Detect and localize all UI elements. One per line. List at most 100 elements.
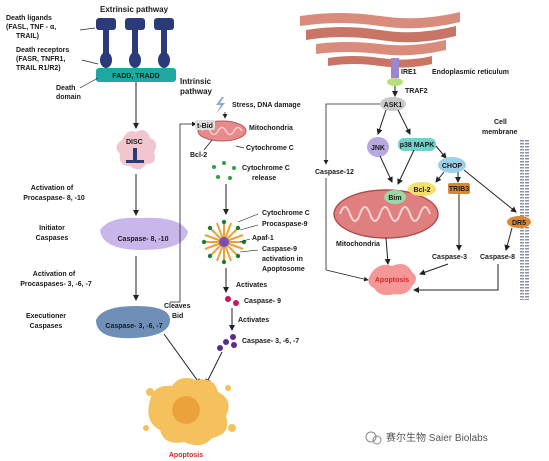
executioner-caspases-label: Executioner Caspases [26,313,66,330]
svg-text:Executioner: Executioner [26,313,66,320]
caspase9-icon: Caspase- 9 [225,296,281,306]
svg-text:membrane: membrane [482,129,518,136]
caspase3-er-label: Caspase-3 [432,254,467,261]
bcl2-er-icon [408,182,436,196]
cytc-dots [212,161,236,180]
er-label: Endoplasmic reticulum [432,69,509,76]
svg-text:Caspase- 9: Caspase- 9 [244,298,281,305]
fadd-tradd-box [96,68,176,82]
svg-text:Caspase- 8, -10: Caspase- 8, -10 [118,236,169,243]
apoptosis-bottom-label: Apoptosis [169,452,203,459]
cell-membrane-label: Cell membrane [482,119,518,136]
svg-text:Procaspases- 3, -6, -7: Procaspases- 3, -6, -7 [20,281,92,288]
traf2-label: TRAF2 [405,88,428,95]
ligand-1-icon [96,18,116,30]
svg-text:Bid: Bid [172,313,183,320]
er-apoptosis-label: Apoptosis [375,277,409,284]
ligand-2-icon [125,18,145,30]
svg-text:Caspase- 3, -6, -7: Caspase- 3, -6, -7 [242,338,299,345]
death-receptor-complex: FADD, TRADD [96,18,176,82]
activation-procaspases-label: Activation of Procaspases- 3, -6, -7 [20,271,92,288]
svg-text:Cytochrome C: Cytochrome C [242,165,290,172]
disc-label: DISC [126,139,143,146]
death-domain-label: Death domain [56,85,81,101]
svg-text:Caspases: Caspases [30,323,63,330]
ligand-3-icon [154,18,174,30]
svg-text:Death receptors: Death receptors [16,47,69,54]
svg-text:Apoptosome: Apoptosome [262,266,305,273]
fadd-label: FADD, TRADD [112,73,159,80]
svg-text:Procaspase-9: Procaspase-9 [262,221,308,228]
bim-icon [384,190,406,204]
mitochondria-label: Mitochondria [249,125,293,132]
activates-2-label: Activates [238,317,269,324]
svg-text:domain: domain [56,94,81,101]
svg-text:Caspases: Caspases [36,235,69,242]
bcl2-intrinsic-label: Bcl-2 [190,152,207,159]
svg-text:Procaspase- 8, -10: Procaspase- 8, -10 [23,195,85,202]
apoptosome-icon [201,219,247,265]
cleaves-bid-label: Cleaves Bid [164,303,191,320]
er-organelle-icon [300,12,460,68]
svg-text:Initiator: Initiator [39,225,65,232]
svg-text:Cell: Cell [494,119,507,126]
intrinsic-title: Intrinsic pathway [180,77,213,96]
tbid-label: t-Bid [197,123,213,130]
svg-text:Death: Death [56,85,75,92]
trib3-label: TRIB3 [449,186,469,193]
svg-text:赛尔生物 Saier Biolabs: 赛尔生物 Saier Biolabs [386,431,488,444]
bcl2-er-label: Bcl-2 [413,187,430,194]
svg-text:Death ligands: Death ligands [6,15,52,22]
mitochondria-er-label: Mitochondria [336,241,380,248]
ire1-label: IRE1 [401,69,417,76]
svg-text:release: release [252,175,276,182]
cytc-label: Cytochrome C [246,145,294,152]
svg-text:Activation of: Activation of [33,271,76,278]
stress-label: Stress, DNA damage [232,102,301,109]
caspase8-er-label: Caspase-8 [480,254,515,261]
tbid-badge [195,120,215,130]
activates-1-label: Activates [236,282,267,289]
svg-text:Cleaves: Cleaves [164,303,191,310]
svg-text:Caspase-9: Caspase-9 [262,246,297,253]
chop-icon [438,157,466,173]
er-apoptosis-cell-icon: Apoptosis [368,264,416,296]
chop-label: CHOP [442,163,463,170]
caspase12-bg [313,166,361,176]
mitochondria-er-icon [333,189,439,239]
caspase12-label: Caspase-12 [315,169,354,176]
svg-text:Activation of: Activation of [31,185,74,192]
svg-text:Caspase- 3, -6, -7: Caspase- 3, -6, -7 [105,323,162,330]
death-ligands-label: Death ligands (FASL, TNF - α, TRAIL) [6,15,56,40]
p38-label: p38 MAPK [400,142,435,149]
svg-text:Intrinsic: Intrinsic [180,77,212,86]
jnk-icon [367,137,389,157]
caspase-3-blob: Caspase- 3, -6, -7 [96,306,170,339]
apoptotic-cell-icon [143,378,236,446]
extrinsic-title: Extrinsic pathway [100,5,169,14]
apoptosome-labels: Cytochrome C Procaspase-9 Apaf-1 Caspase… [237,210,310,273]
ask1-icon [380,97,406,111]
cytc-release-label: Cytochrome C release [242,165,290,182]
bim-label: Bim [388,195,401,202]
watermark: 赛尔生物 Saier Biolabs [365,431,488,445]
svg-text:pathway: pathway [180,87,213,96]
caspase-8-blob: Caspase- 8, -10 [100,217,188,250]
svg-text:Apaf-1: Apaf-1 [252,235,274,242]
trib3-icon [448,183,470,194]
svg-text:TRAIL R1/R2): TRAIL R1/R2) [16,65,61,72]
ask1-label: ASK1 [384,102,403,109]
wechat-icon [365,431,377,443]
p38-icon [398,138,436,151]
caspase367-icon: Caspase- 3, -6, -7 [217,334,299,351]
disc-shape: DISC [116,130,157,170]
ire1-receptor-icon [391,58,399,78]
dr5-icon [507,216,531,228]
traf2-icon [387,78,403,86]
activation-procaspase-8-label: Activation of Procaspase- 8, -10 [23,185,85,202]
dr5-label: DR5 [512,220,526,227]
cell-membrane-icon [520,140,529,300]
death-receptors-label: Death receptors (FASR, TNFR1, TRAIL R1/R… [16,47,69,72]
jnk-label: JNK [371,145,385,152]
